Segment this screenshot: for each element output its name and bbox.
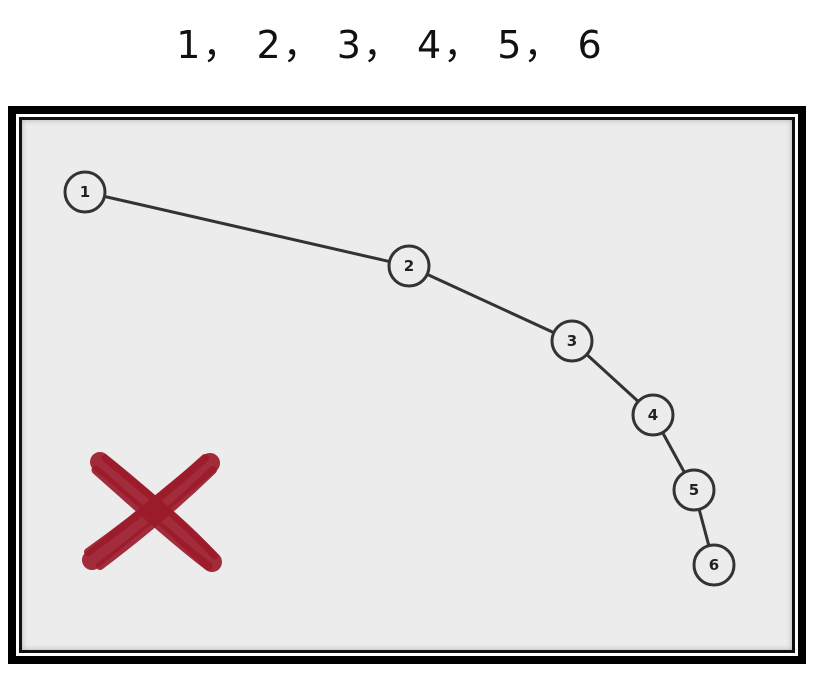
node-6: 6 (692, 543, 736, 587)
nodes: 1 2 3 4 5 6 (63, 170, 736, 587)
node-3: 3 (550, 319, 594, 363)
node-circle (550, 319, 594, 363)
red-cross-icon (82, 452, 222, 572)
node-5: 5 (672, 468, 716, 512)
node-label: 6 (709, 556, 719, 574)
node-circle (672, 468, 716, 512)
node-label: 5 (689, 481, 699, 499)
edge-1-2 (84, 190, 410, 268)
node-1: 1 (63, 170, 107, 214)
node-label: 4 (648, 406, 658, 424)
node-circle (631, 393, 675, 437)
sequence-title: 1， 2， 3， 4， 5， 6 (176, 23, 604, 67)
diagram-frame (8, 106, 806, 664)
edge-2-3 (408, 264, 573, 343)
node-circle (63, 170, 107, 214)
node-4: 4 (631, 393, 675, 437)
node-circle (692, 543, 736, 587)
node-label: 3 (567, 332, 577, 350)
node-2: 2 (387, 244, 431, 288)
node-circle (387, 244, 431, 288)
node-label: 1 (80, 183, 90, 201)
node-label: 2 (404, 257, 414, 275)
